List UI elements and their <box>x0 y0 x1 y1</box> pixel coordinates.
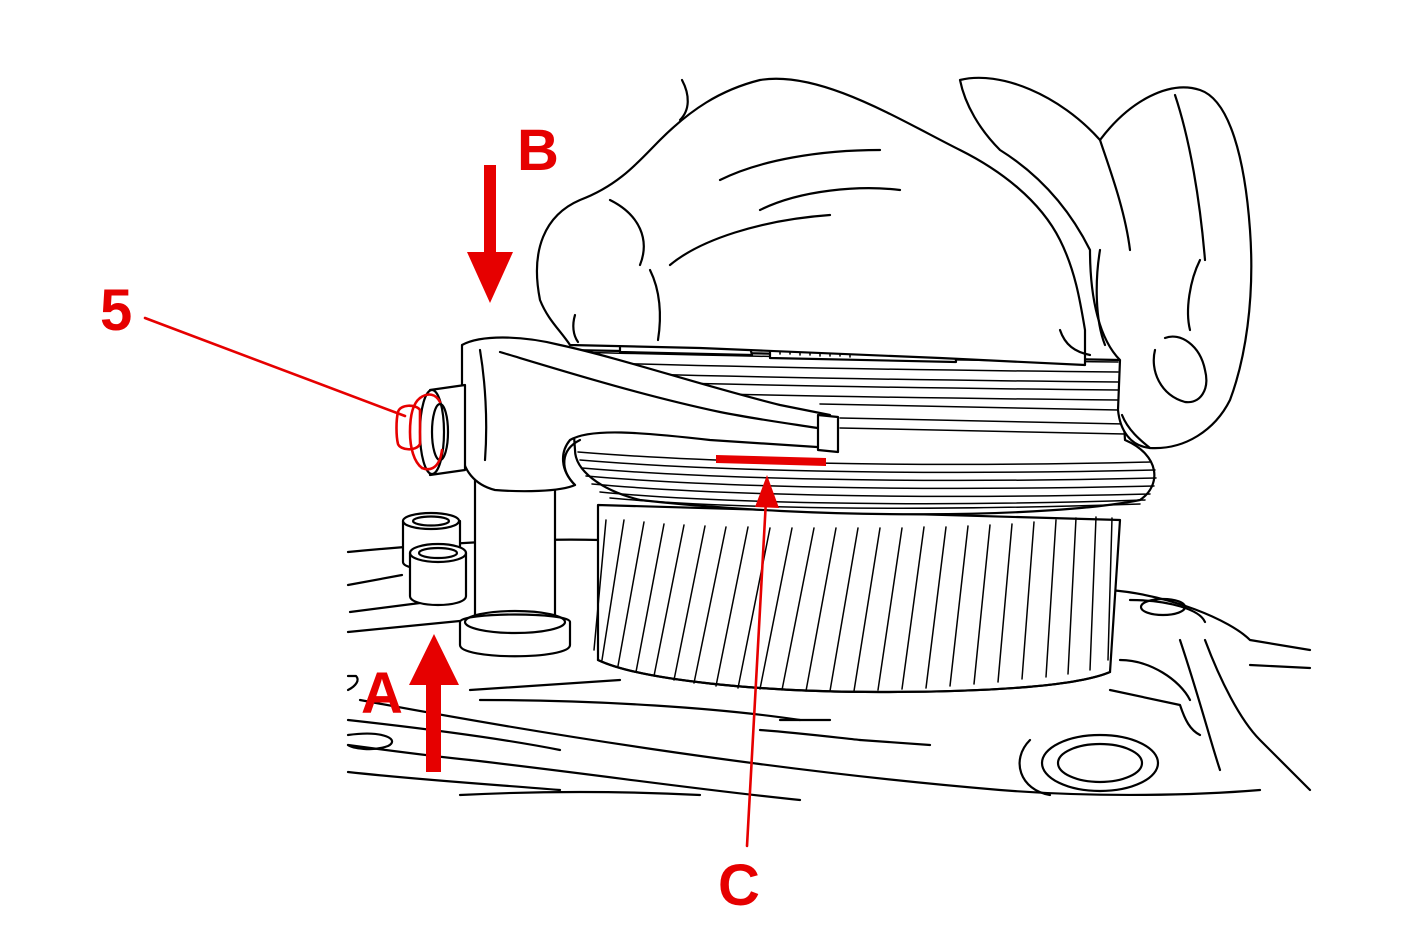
callout-b: B <box>517 118 559 183</box>
callout-graphics <box>143 165 826 848</box>
arrow-a <box>409 634 459 772</box>
callout-c: C <box>718 853 760 918</box>
leader-line-5 <box>143 316 407 418</box>
housing-plate <box>346 538 1312 802</box>
gear-teeth <box>593 516 1113 692</box>
arrow-c-head <box>755 475 779 508</box>
helical-gear <box>593 503 1122 694</box>
contact-marker-c <box>716 455 826 466</box>
callout-5: 5 <box>100 278 132 343</box>
arrow-b <box>467 165 513 303</box>
leader-line-c <box>745 498 768 848</box>
callout-a: A <box>361 661 403 726</box>
dowel-pins <box>401 511 468 606</box>
gauge-tool <box>418 336 840 658</box>
bolt-5-highlight <box>395 393 444 471</box>
hands <box>535 76 1253 450</box>
